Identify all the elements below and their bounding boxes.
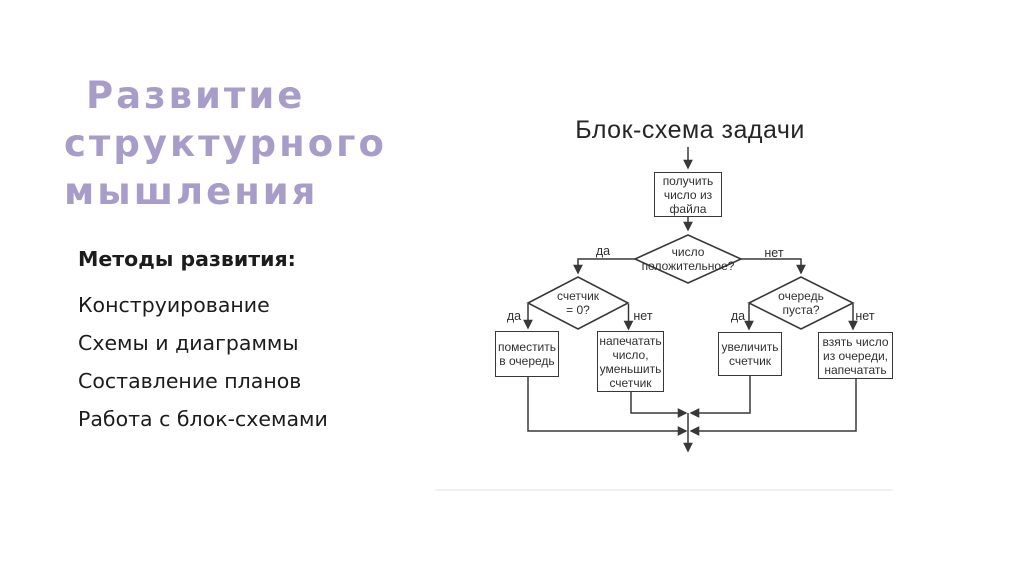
branch-label-no: нет <box>764 246 784 260</box>
branch-label-yes: да <box>730 309 746 323</box>
decision-label-counter: счетчик = 0? <box>556 289 600 317</box>
decision-diamond-positive <box>633 234 743 284</box>
edge-positive-no <box>741 258 806 275</box>
decision-label-empty: очередь пуста? <box>778 289 824 317</box>
node-print-decrement: напечатать число, уменьшить счетчик <box>597 331 664 392</box>
decision-label-positive: число положительное? <box>641 245 735 273</box>
methods-heading: Методы развития: <box>78 247 296 271</box>
edge-positive-yes <box>573 258 635 275</box>
branch-label-yes: да <box>595 244 611 258</box>
method-item: Составление планов <box>78 369 302 393</box>
node-increment: увеличить счетчик <box>718 332 782 376</box>
decision-diamond-empty <box>747 276 855 330</box>
branch-label-no: нет <box>633 309 653 323</box>
method-item: Схемы и диаграммы <box>78 331 299 355</box>
decision-diamond-counter <box>526 276 630 330</box>
node-dequeue-print: взять число из очереди, напечатать <box>818 332 893 379</box>
branch-label-no: нет <box>855 309 875 323</box>
node-enqueue: поместить в очередь <box>495 331 559 377</box>
node-get-number: получить число из файла <box>654 172 722 217</box>
bottom-divider <box>435 489 893 491</box>
methods-block: Методы развития: Конструирование Схемы и… <box>78 240 438 438</box>
edge-increment-to-merge <box>689 376 751 418</box>
flowchart-title: Блок-схема задачи <box>575 116 805 144</box>
method-item: Конструирование <box>78 293 270 317</box>
edge-enqueue-to-merge <box>527 377 688 436</box>
method-item: Работа с блок-схемами <box>78 407 328 431</box>
slide-title: Развитие структурного мышления <box>64 74 387 213</box>
branch-label-yes: да <box>506 309 522 323</box>
flowchart-decisions <box>526 234 855 330</box>
flowchart-edges <box>523 147 858 453</box>
edge-dequeue-to-merge <box>689 379 857 436</box>
edge-printdec-to-merge <box>630 392 688 418</box>
